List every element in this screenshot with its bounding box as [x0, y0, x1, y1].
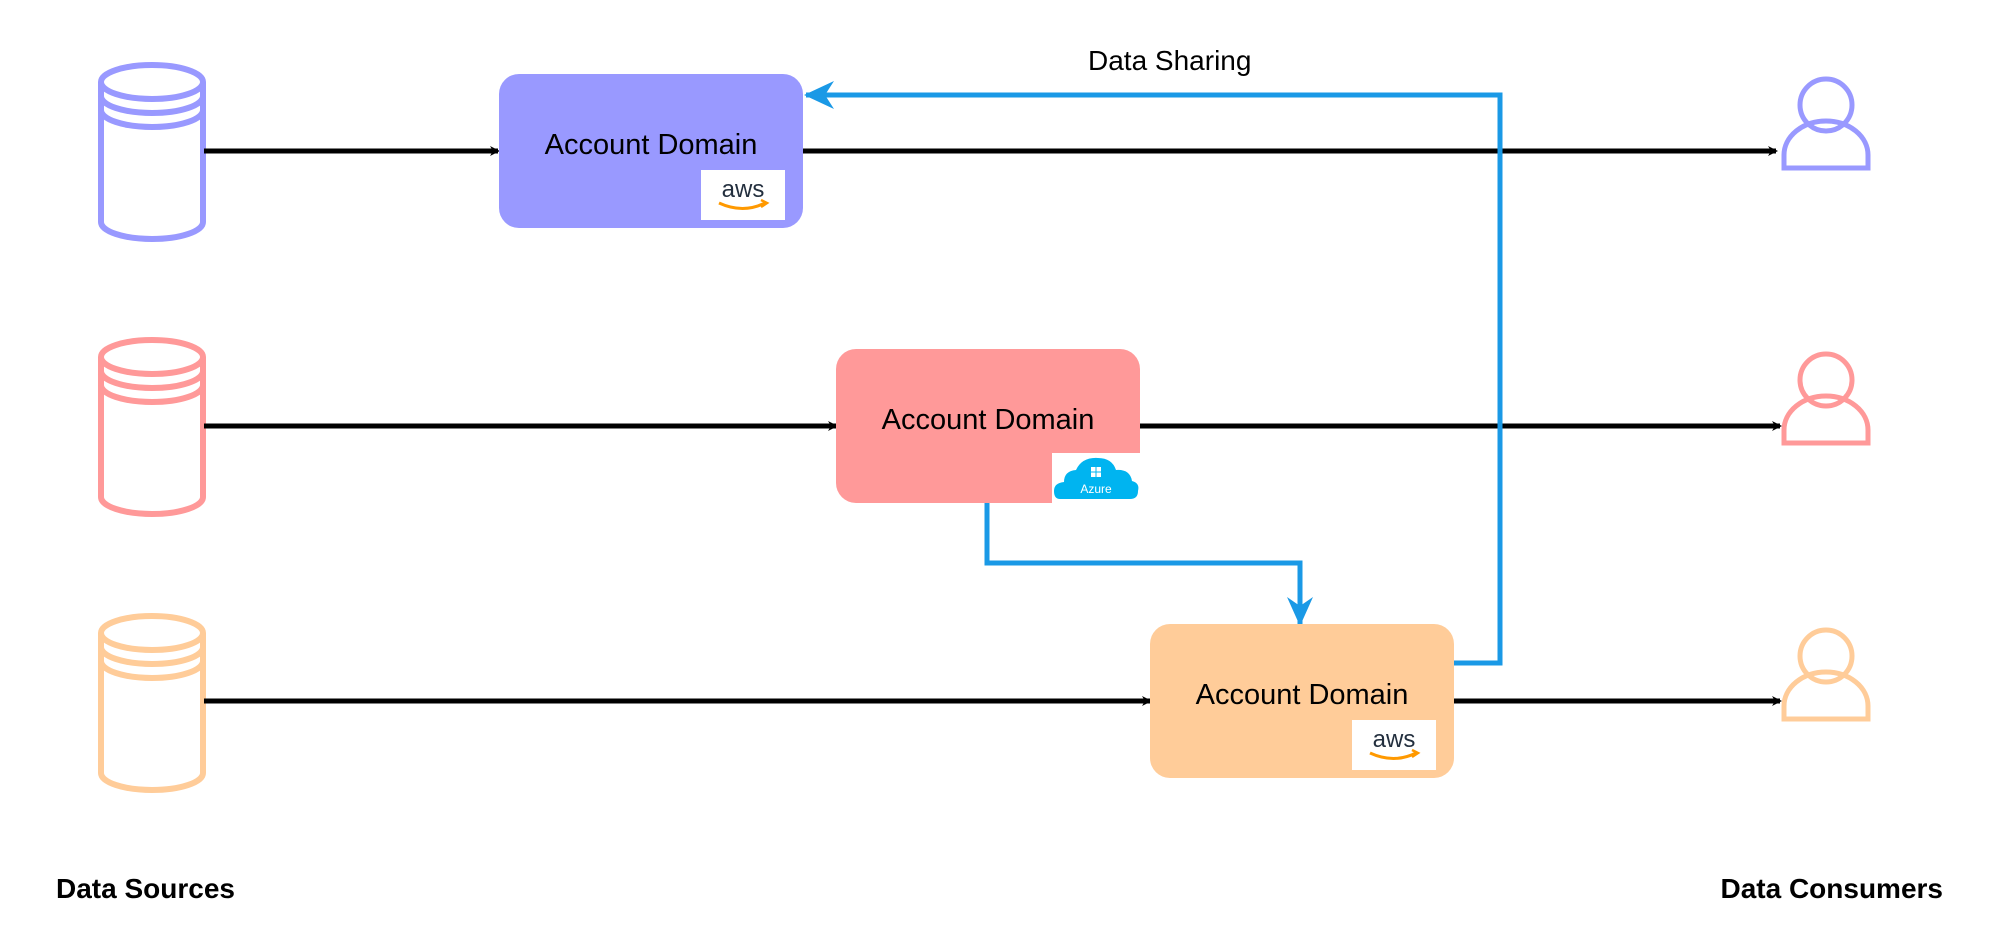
database-icon — [98, 337, 206, 517]
user-icon — [1781, 76, 1871, 171]
data-consumers-label: Data Consumers — [1720, 873, 1943, 904]
user-icon — [1781, 351, 1871, 446]
azure-logo-icon: Azure — [1052, 453, 1140, 503]
data-sources-label: Data Sources — [56, 873, 235, 904]
account-domain-box[interactable]: Account Domain aws — [499, 74, 803, 228]
aws-logo-text: aws — [722, 176, 765, 203]
account-domain-label: Account Domain — [544, 129, 758, 161]
data-sharing-connector — [984, 503, 1313, 626]
aws-logo-icon: aws — [1352, 720, 1436, 770]
database-icon — [98, 613, 206, 793]
data-sharing-connector — [804, 81, 1503, 666]
account-domain-label: Account Domain — [1195, 679, 1409, 711]
account-domain-box[interactable]: Account Domain Azure — [836, 349, 1140, 503]
aws-logo-text: aws — [1373, 726, 1416, 753]
aws-logo-icon: aws — [701, 170, 785, 220]
account-domain-box[interactable]: Account Domain aws — [1150, 624, 1454, 778]
data-sharing-label: Data Sharing — [1088, 45, 1252, 76]
account-domain-label: Account Domain — [881, 404, 1095, 436]
database-icon — [98, 62, 206, 242]
user-icon — [1781, 627, 1871, 722]
azure-logo-text: Azure — [1080, 482, 1112, 496]
